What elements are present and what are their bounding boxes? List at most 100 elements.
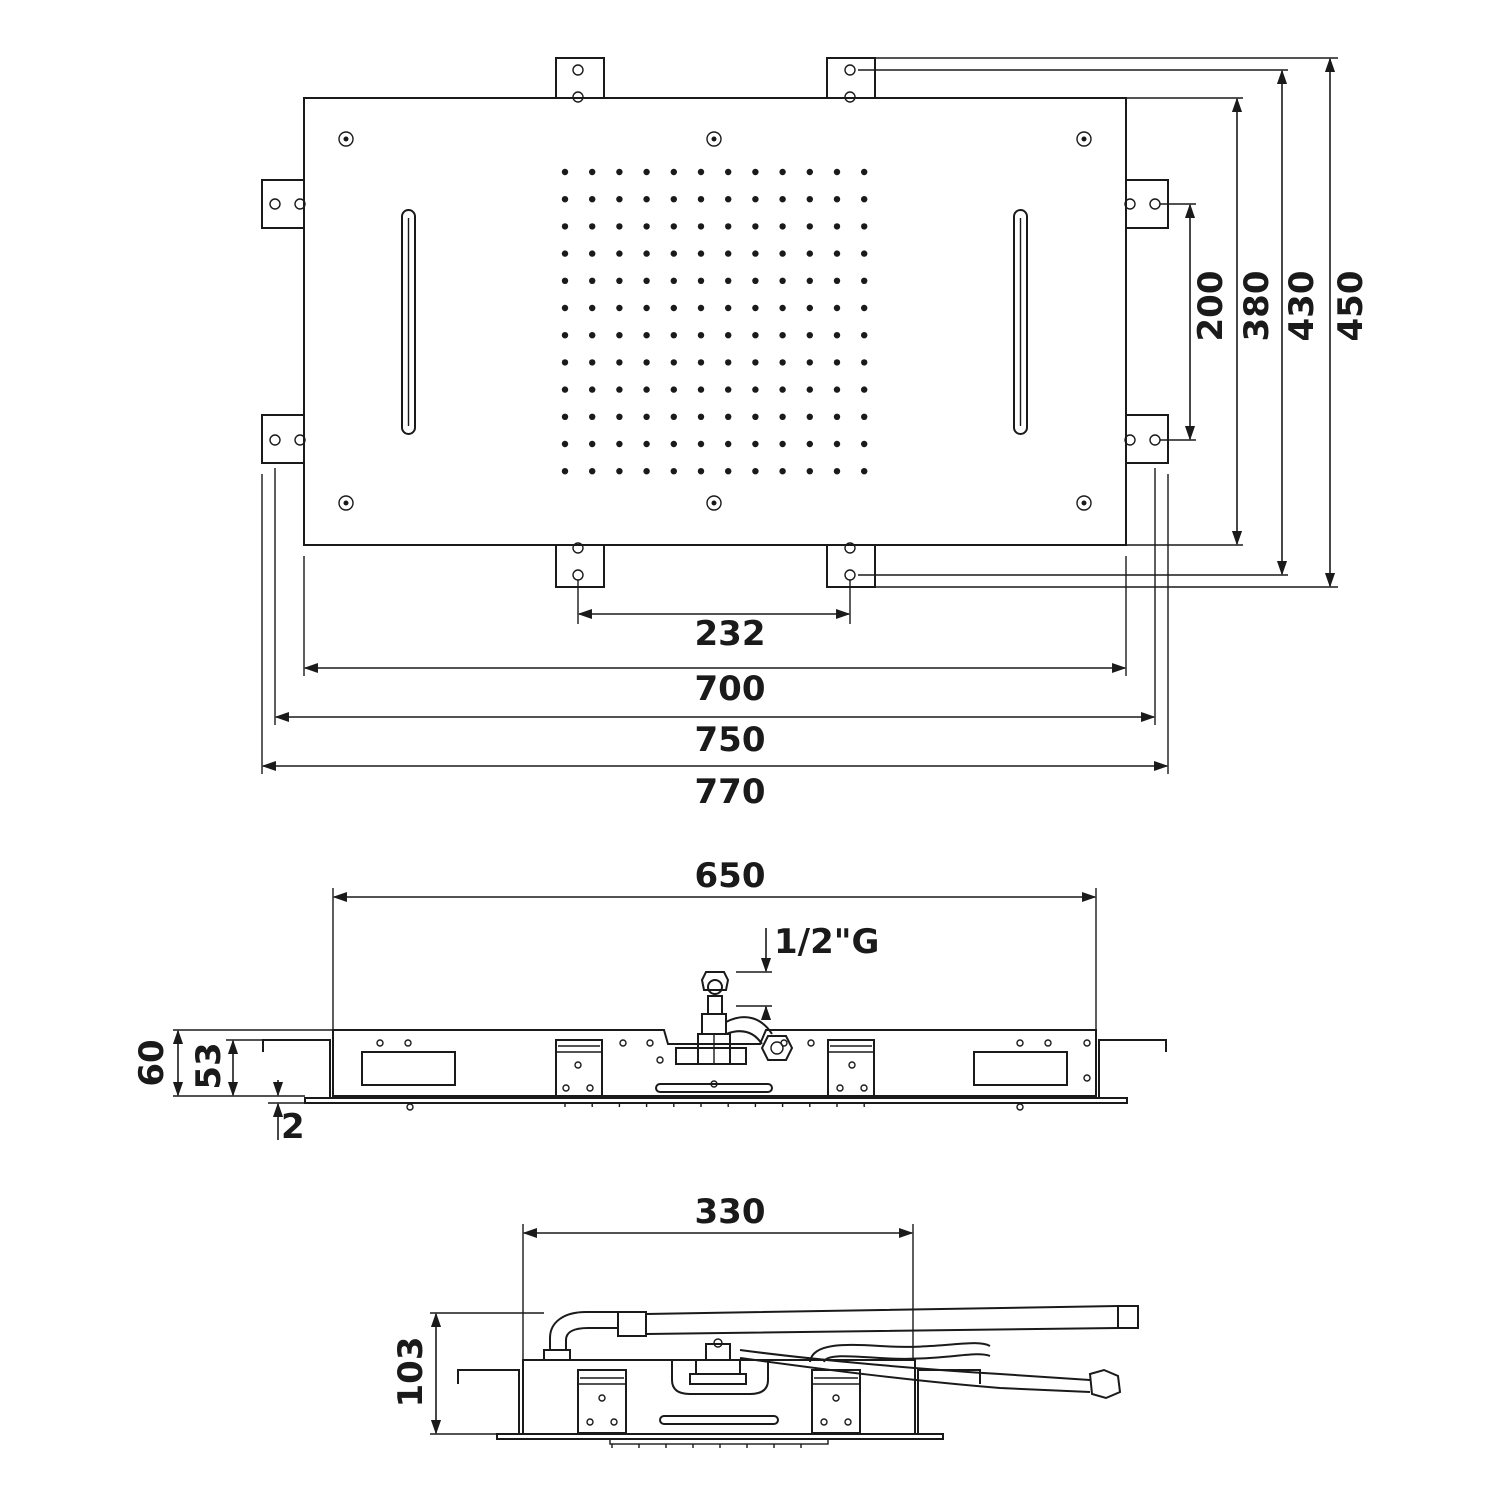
nozzle (806, 277, 813, 284)
bracket-bottom-left (555, 544, 605, 588)
nozzle (806, 468, 813, 475)
nozzle (752, 168, 759, 176)
nozzle (697, 468, 705, 475)
bracket-bottom-right (826, 544, 876, 588)
side-bottom-cover (609, 1438, 829, 1445)
nozzle (643, 250, 650, 257)
nozzle (833, 250, 841, 257)
nozzle (725, 440, 732, 448)
front-flange-left (262, 1039, 331, 1097)
inlet-fitting (675, 971, 794, 1065)
nozzle (725, 277, 732, 284)
nozzle (697, 223, 705, 230)
nozzle (779, 277, 786, 284)
nozzle (725, 304, 732, 312)
nozzle (725, 386, 732, 393)
nozzle (616, 413, 623, 420)
nozzle (725, 196, 732, 203)
front-slot-right (973, 1051, 1068, 1086)
nozzle (697, 277, 705, 284)
nozzle (561, 386, 569, 393)
nozzle (697, 196, 705, 203)
nozzle (861, 386, 868, 393)
nozzle (725, 413, 732, 420)
dim-label-200: 200 (1191, 271, 1231, 342)
nozzle (670, 304, 677, 312)
dim-label-53: 53 (189, 1042, 229, 1089)
side-recess (671, 1360, 769, 1395)
front-nozzle-ticks (564, 1103, 865, 1107)
nozzle (861, 223, 868, 230)
front-bracket-right (827, 1039, 875, 1099)
dim-label-770: 770 (695, 772, 766, 812)
nozzle (643, 386, 650, 393)
nozzle (833, 386, 841, 393)
nozzle (589, 440, 596, 448)
bracket-right-lower (1125, 414, 1169, 464)
nozzle (697, 440, 705, 448)
nozzle (833, 468, 841, 475)
front-bottom-plate (304, 1097, 1128, 1104)
nozzle (861, 277, 868, 284)
side-bottom-plate (496, 1433, 944, 1440)
nozzle (589, 223, 596, 230)
side-led-bar (659, 1415, 779, 1425)
nozzle (779, 250, 786, 257)
nozzle (589, 332, 596, 339)
nozzle (752, 304, 759, 312)
nozzle (806, 440, 813, 448)
nozzle (861, 196, 868, 203)
nozzle (697, 332, 705, 339)
side-nozzle-ticks (611, 1444, 802, 1448)
thread-label: 1/2"G (774, 922, 879, 962)
side-hose (809, 1342, 991, 1363)
nozzle (779, 304, 786, 312)
front-view: 650 1/2"G 60 53 2 (132, 856, 1167, 1147)
nozzle (725, 359, 732, 366)
nozzle (643, 332, 650, 339)
nozzle (643, 304, 650, 312)
nozzle (670, 468, 677, 475)
nozzle (861, 250, 868, 257)
dim-label-700: 700 (695, 669, 766, 709)
nozzle (561, 304, 569, 312)
nozzle (670, 413, 677, 420)
nozzle (697, 250, 705, 257)
dim-label-330: 330 (695, 1192, 766, 1232)
nozzle (643, 440, 650, 448)
nozzle (806, 168, 813, 176)
front-view-extension-lines (173, 888, 1097, 1104)
bracket-left-lower (261, 414, 305, 464)
nozzle (833, 168, 841, 176)
nozzle (616, 168, 623, 176)
nozzle (561, 332, 569, 339)
nozzle (806, 386, 813, 393)
nozzle (697, 359, 705, 366)
nozzle (561, 277, 569, 284)
side-elbow-base (543, 1349, 571, 1361)
nozzle (697, 413, 705, 420)
nozzle (670, 386, 677, 393)
side-view: 330 103 (391, 1192, 1139, 1448)
nozzle (779, 223, 786, 230)
nozzle (589, 304, 596, 312)
nozzle (833, 277, 841, 284)
top-plate (303, 97, 1127, 546)
nozzle (643, 277, 650, 284)
nozzle (833, 359, 841, 366)
nozzle (752, 413, 759, 420)
nozzle (561, 359, 569, 366)
nozzle (806, 332, 813, 339)
nozzle (861, 468, 868, 475)
nozzle (833, 223, 841, 230)
dim-label-232: 232 (695, 614, 766, 654)
nozzle (643, 168, 650, 176)
nozzle (806, 359, 813, 366)
nozzle (725, 332, 732, 339)
side-bracket-left (577, 1369, 627, 1434)
nozzle (643, 413, 650, 420)
nozzle (752, 250, 759, 257)
front-body (332, 1029, 1097, 1097)
dim-label-430: 430 (1282, 271, 1322, 342)
